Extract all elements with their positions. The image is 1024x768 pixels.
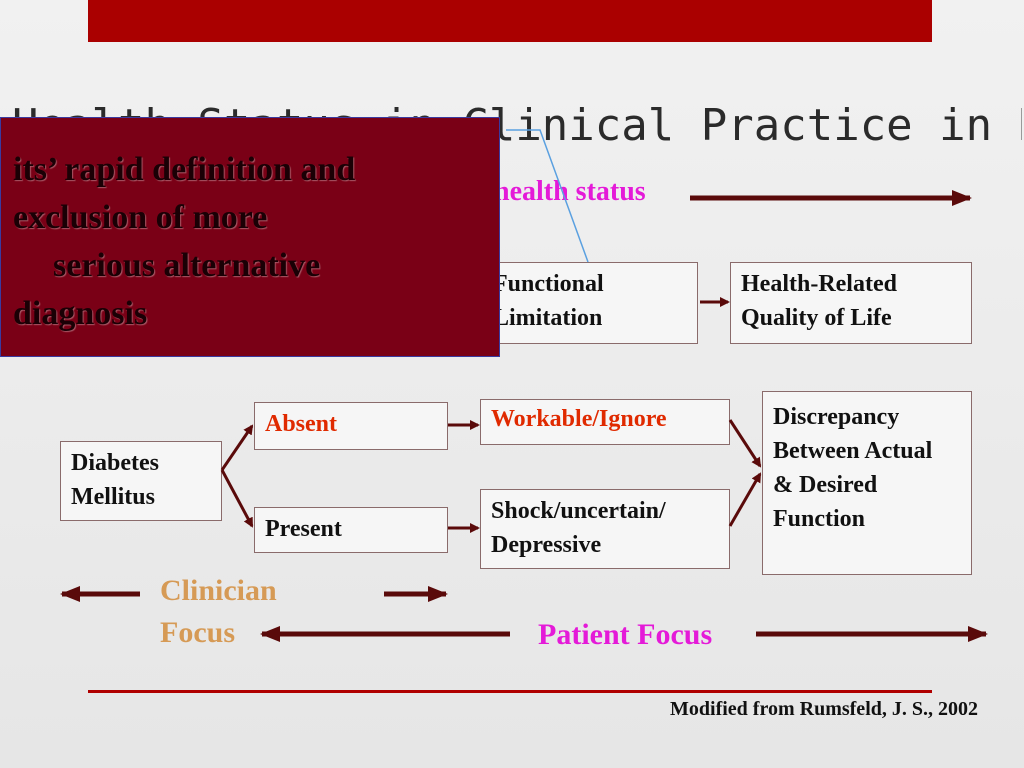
discrepancy-line-2: Between Actual [773, 438, 933, 464]
overlay-line-2: exclusion of more [13, 199, 268, 236]
functional-limitation-line-2: Limitation [493, 305, 603, 331]
discrepancy-line-4: Function [773, 506, 866, 532]
overlay-line-4: diagnosis [13, 295, 148, 332]
diabetes-line-1: Diabetes [71, 450, 159, 476]
discrepancy-box: Discrepancy Between Actual & Desired Fun… [762, 391, 972, 575]
overlay-line-1: its’ rapid definition and [13, 151, 356, 188]
functional-limitation-line-1: Functional [493, 271, 604, 297]
workable-ignore-box: Workable/Ignore [480, 399, 730, 445]
source-citation: Modified from Rumsfeld, J. S., 2002 [670, 698, 978, 720]
diabetes-to-absent-arrow [220, 424, 254, 471]
patient-focus-label: Patient Focus [538, 618, 713, 651]
shock-line-1: Shock/uncertain/ [491, 498, 666, 524]
absent-box: Absent [254, 402, 448, 450]
top-accent-bar [88, 0, 932, 42]
clinician-focus-label: Clinician Focus [160, 570, 277, 654]
hrqol-line-1: Health-Related [741, 271, 897, 297]
workable-to-discrepancy-arrow [728, 419, 762, 468]
hrqol-line-2: Quality of Life [741, 305, 892, 331]
functional-limitation-box: Functional Limitation [482, 262, 698, 344]
clinician-focus-line-2: Focus [160, 616, 235, 649]
clinician-focus-line-1: Clinician [160, 574, 277, 607]
absent-label: Absent [265, 411, 338, 437]
health-status-label: health status [494, 176, 646, 207]
hrqol-box: Health-Related Quality of Life [730, 262, 972, 344]
discrepancy-line-1: Discrepancy [773, 404, 900, 430]
shock-line-2: Depressive [491, 532, 602, 558]
diabetes-line-2: Mellitus [71, 484, 155, 510]
diabetes-mellitus-box: Diabetes Mellitus [60, 441, 222, 521]
shock-to-discrepancy-arrow [728, 472, 762, 527]
overlay-note-box: its’ rapid definition and exclusion of m… [0, 117, 500, 357]
diabetes-to-present-arrow [220, 469, 254, 528]
shock-uncertain-box: Shock/uncertain/ Depressive [480, 489, 730, 569]
present-box: Present [254, 507, 448, 553]
workable-ignore-label: Workable/Ignore [491, 406, 667, 432]
discrepancy-line-3: & Desired [773, 472, 878, 498]
callout-line [506, 129, 589, 263]
present-label: Present [265, 516, 342, 542]
footer-divider [88, 690, 932, 693]
overlay-line-3: serious alternative [53, 247, 321, 284]
